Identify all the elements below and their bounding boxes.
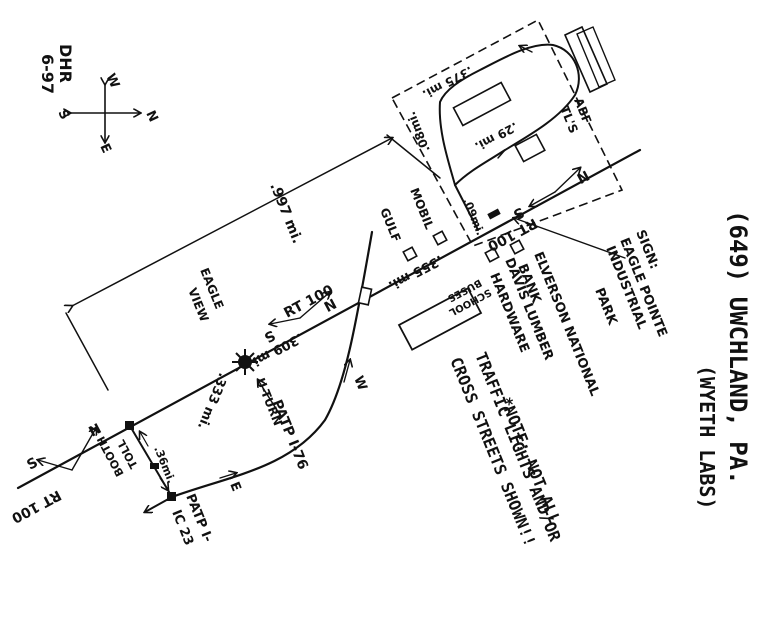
compass-north: N (142, 108, 160, 124)
davis-hardware-icon (484, 247, 500, 263)
compass-rose-icon: N S E W (54, 71, 160, 155)
abf-terminal-building (563, 25, 609, 94)
industrial-park-boundary (390, 18, 624, 247)
school-buses-lot (397, 287, 483, 351)
distance-333: .333 mi. (194, 371, 230, 432)
compass-west: W (102, 71, 122, 90)
distance-997-line (72, 138, 392, 306)
abf-terminal-building-inner (576, 26, 616, 88)
park-entrance-road (454, 184, 479, 231)
distance-997: .997 mi. (266, 181, 305, 246)
map-title: (649) UWCHLAND, PA. (724, 210, 752, 485)
toll-booth-mark (150, 463, 159, 469)
gulf-station-icon (402, 246, 418, 262)
author-date: 6-97 (38, 54, 57, 94)
rt100-south-label: RT 100 (8, 486, 63, 526)
compass-south: S (54, 107, 72, 122)
distance-09: .09mi. (460, 196, 487, 237)
distance-08: .08mi. (404, 110, 433, 155)
gulf-label: GULF (377, 206, 403, 244)
author-initials: DHR (56, 44, 75, 83)
u-turn-star-icon (232, 349, 258, 375)
turnpike-east: E (226, 480, 243, 494)
mobil-station-icon (432, 230, 448, 246)
park-building-2 (514, 133, 546, 163)
overpass-box (357, 286, 373, 306)
mobil-label: MOBIL (407, 186, 436, 232)
interchange-dot (167, 492, 176, 501)
rt100-road (16, 148, 642, 490)
rt100-north-n: N (574, 166, 592, 186)
sign-label-4: PARK (591, 286, 620, 328)
map-subtitle: (WYETH LABS) (695, 365, 719, 510)
distance-29: .29 mi. (472, 119, 520, 153)
compass-east: E (96, 141, 113, 155)
elverson-bank-icon (509, 239, 525, 255)
rt100-south-s: S (24, 455, 40, 474)
turnpike-west: W (350, 374, 369, 393)
park-building-1 (452, 81, 512, 127)
sign-marker (487, 208, 501, 220)
rt100-junction-dot (125, 421, 134, 430)
